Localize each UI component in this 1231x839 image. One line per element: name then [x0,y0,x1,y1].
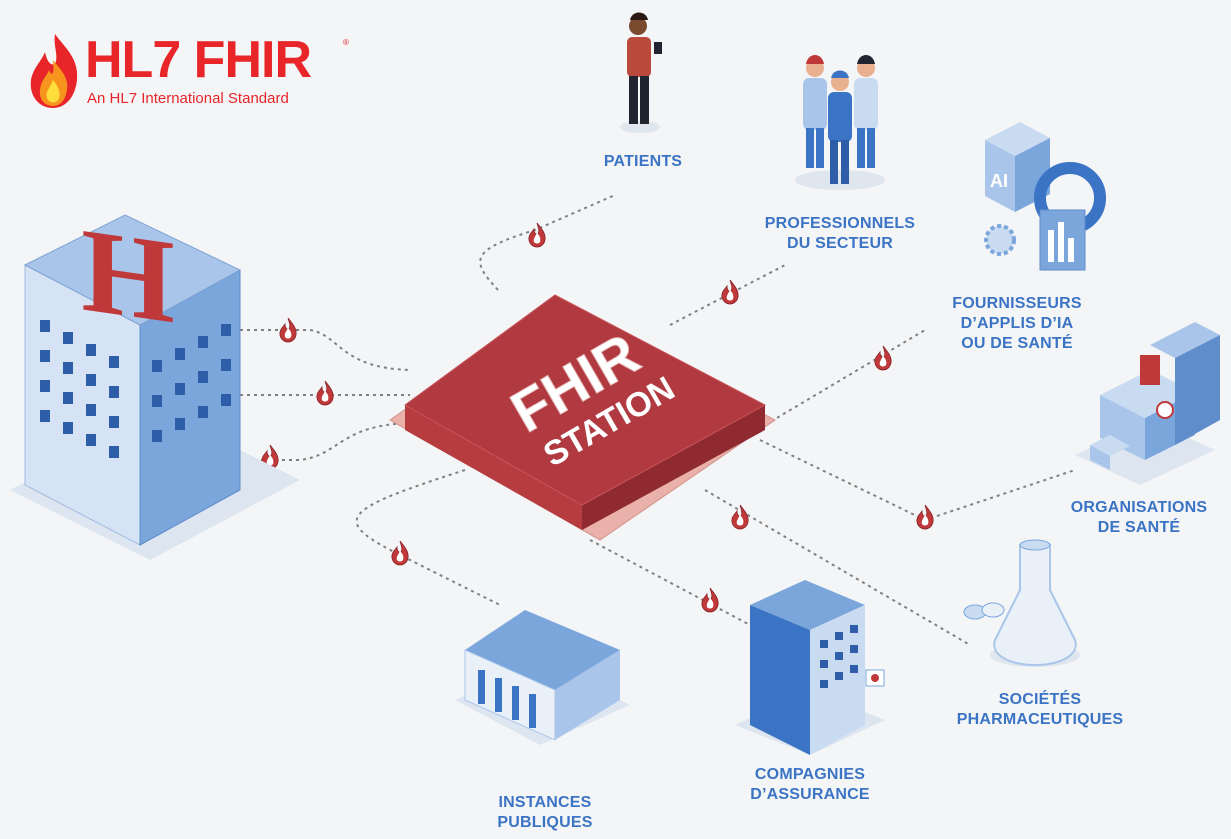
ai-app-providers-icon: AI [984,122,1106,271]
flame-icon [916,504,934,530]
label-patients: PATIENTS [603,153,683,170]
health-organisations-icon [1075,322,1220,485]
connector-hospital-bottom [240,422,411,461]
professionals-figures [795,55,885,190]
hospital-building: H [10,204,300,560]
connector-assurance [589,539,751,626]
flame-icon [701,587,719,613]
logo-subtitle: An HL7 International Standard [87,90,289,107]
label-organisations: ORGANISATIONS DE SANTÉ [1070,499,1208,536]
ai-box-label: AI [990,171,1008,191]
connector-organisations [759,439,1076,522]
logo-registered-mark: ® [343,38,349,47]
patient-figure [620,12,662,133]
flame-icon [528,222,546,248]
hospital-h-sign: H [81,204,174,349]
label-professionnels: PROFESSIONNELS DU SECTEUR [764,215,916,252]
pharma-flask-icon [963,539,1080,667]
flame-icon [391,540,409,566]
flame-icon [316,380,334,406]
label-pharma: SOCIÉTÉS PHARMACEUTIQUES [956,691,1124,728]
flame-icon [874,345,892,371]
hospital-roof [23,214,242,326]
flame-icon [279,317,297,343]
connector-pharma [704,489,971,646]
hl7-fhir-logo: HL7 FHIR ® An HL7 International Standard [25,30,355,120]
flame-icon [721,279,739,305]
logo-title: HL7 FHIR [85,31,312,89]
hub-top [404,294,767,506]
connector-fournisseurs [764,329,926,426]
fhir-station-hub[interactable]: FHIR STATION [389,294,776,541]
public-institution-icon [455,610,630,745]
insurance-building-icon [735,580,885,755]
label-fournisseurs: FOURNISSEURS D’APPLIS D’IA OU DE SANTÉ [952,295,1082,352]
connector-hospital-top [240,329,411,371]
hospital-windows [40,320,231,458]
connector-patients [479,194,616,291]
label-assurance: COMPAGNIES D’ASSURANCE [750,766,870,803]
connector-instances [355,469,501,606]
label-instances: INSTANCES PUBLIQUES [497,794,593,831]
fhir-flame-icon [30,34,78,108]
hub-side-left [405,405,582,530]
flame-icon [731,504,749,530]
hub-side-right [582,405,765,530]
